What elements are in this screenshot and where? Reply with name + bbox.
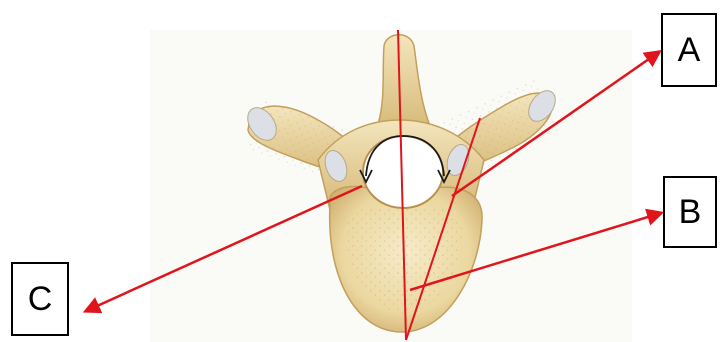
label-a-text: A (678, 31, 701, 70)
label-box-b: B (663, 176, 717, 248)
label-b-text: B (679, 193, 702, 232)
label-box-c: C (11, 262, 69, 336)
label-c-text: C (28, 280, 53, 319)
label-box-a: A (661, 13, 717, 87)
